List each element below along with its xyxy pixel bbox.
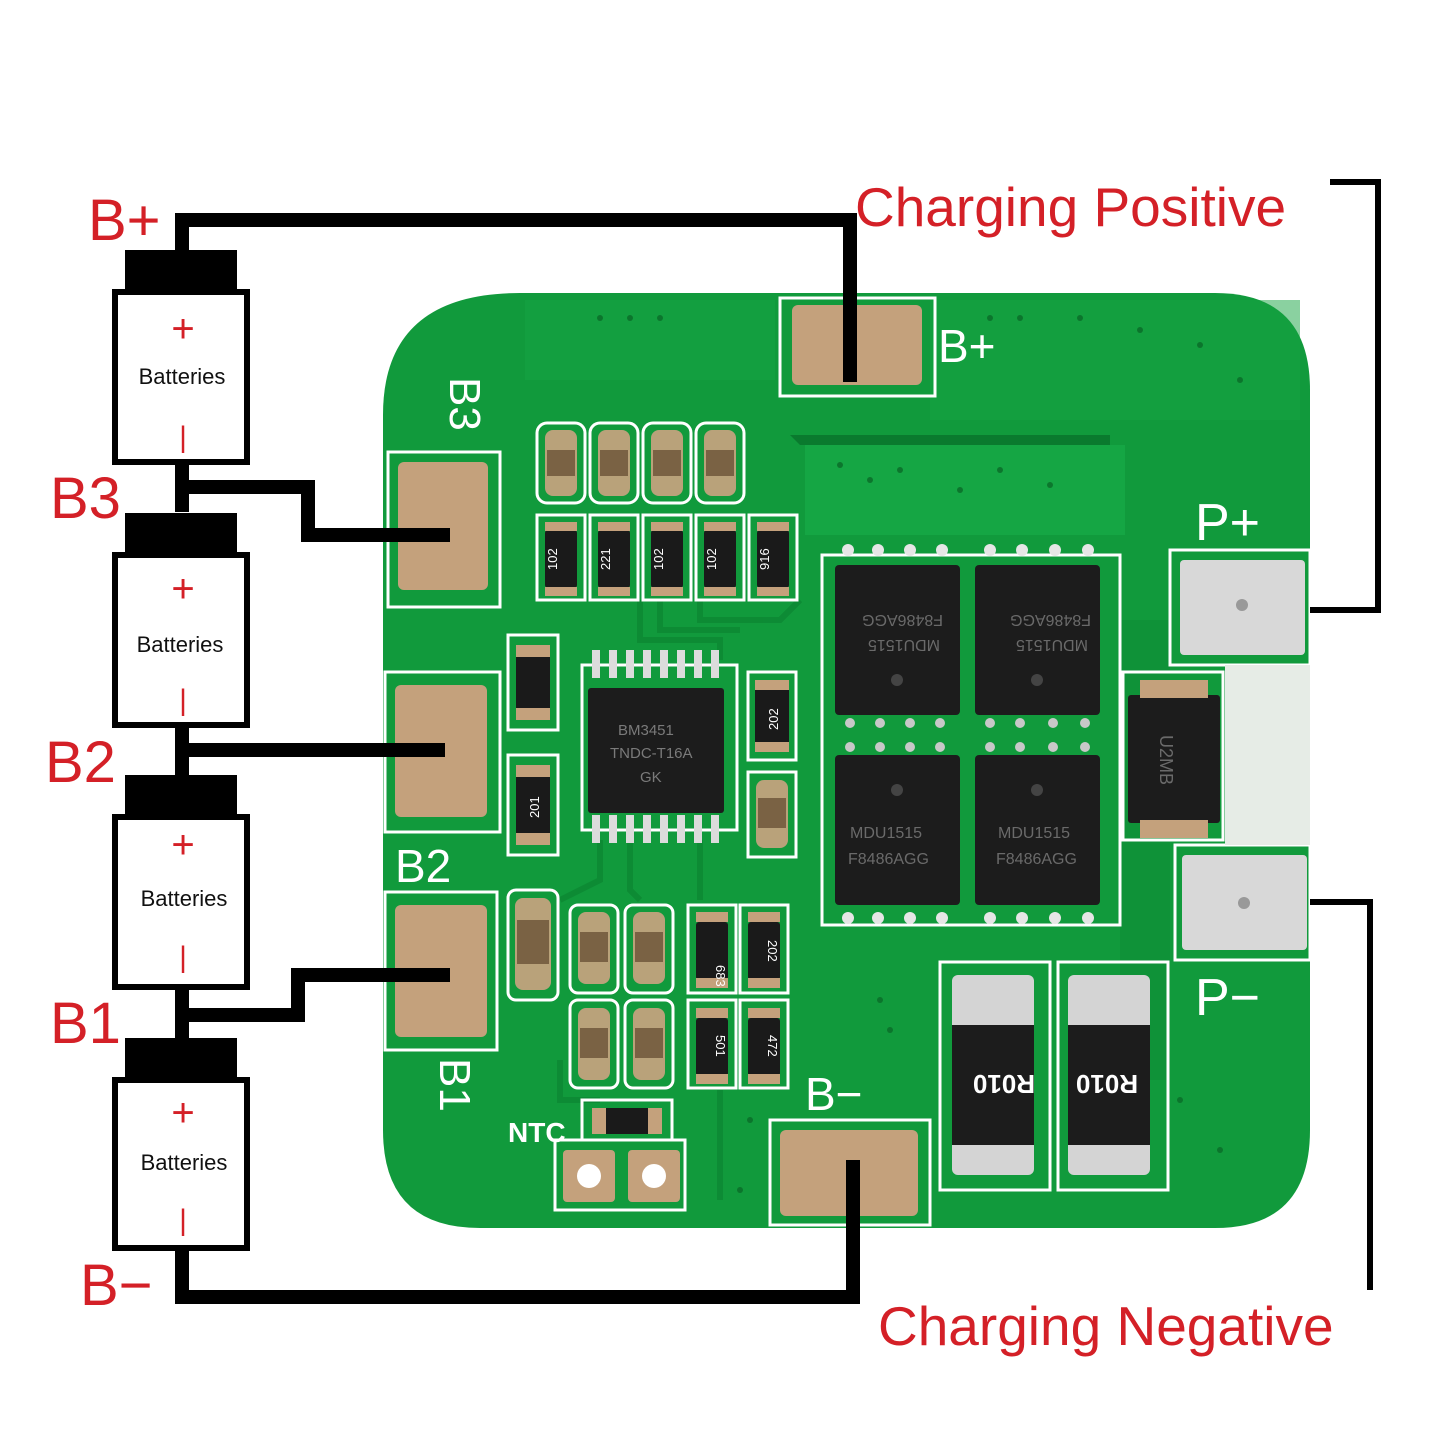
mosfet-4-marking-1: MDU1515 — [998, 825, 1070, 842]
wire-b1 — [182, 968, 450, 1022]
label-b1: B1 — [50, 991, 121, 1056]
battery-minus-sign: | — [179, 1204, 187, 1237]
mosfet-4 — [975, 755, 1100, 905]
battery-plus-sign: + — [171, 823, 194, 867]
charging-wires — [1310, 179, 1381, 1290]
protection-ic: BM3451 TNDC-T16A GK — [580, 650, 739, 843]
battery-label: Batteries — [137, 632, 224, 657]
silk-label-b-plus: B+ — [938, 320, 996, 372]
silk-label-b-minus: B− — [805, 1068, 863, 1120]
battery-minus-sign: | — [179, 941, 187, 974]
label-b2: B2 — [45, 730, 116, 795]
battery-label: Batteries — [141, 886, 228, 911]
resistor-code: 102 — [704, 548, 719, 570]
silk-label-b3: B3 — [440, 377, 489, 431]
wire-b3 — [182, 480, 450, 542]
mosfet-1 — [835, 565, 960, 715]
label-charging-positive: Charging Positive — [855, 176, 1286, 238]
resistor-code: 202 — [765, 940, 780, 962]
resistor-code: 102 — [651, 548, 666, 570]
shunt-1-marking: R010 — [973, 1069, 1035, 1099]
shunt-resistors: R010 R010 — [952, 975, 1150, 1175]
battery-stack: + Batteries | + Batteries | + Batteries … — [112, 250, 250, 1251]
resistor-code: 202 — [766, 708, 781, 730]
battery-cell-2: + Batteries | — [112, 775, 250, 990]
wire-charging-positive — [1310, 179, 1381, 613]
battery-plus-sign: + — [171, 1091, 194, 1135]
resistors-row-top: 102 221 102 102 916 — [535, 513, 799, 602]
battery-cell-4: + Batteries | — [112, 250, 250, 465]
battery-label: Batteries — [139, 364, 226, 389]
wires — [175, 213, 860, 1304]
label-b3: B3 — [50, 466, 121, 531]
resistor-code: 102 — [545, 548, 560, 570]
battery-minus-sign: | — [179, 684, 187, 717]
ic-marking-line3: GK — [640, 769, 662, 786]
mosfet-3-marking-1: MDU1515 — [850, 825, 922, 842]
resistor-code: 916 — [757, 548, 772, 570]
label-b-minus: B− — [80, 1253, 153, 1318]
pad-b3 — [398, 462, 488, 590]
ic-marking-line2: TNDC-T16A — [610, 745, 693, 762]
silk-label-b1: B1 — [430, 1058, 479, 1112]
mosfet-3 — [835, 755, 960, 905]
mosfet-2 — [975, 565, 1100, 715]
bottom-components: 683 202 501 472 — [506, 888, 790, 1134]
label-charging-negative: Charging Negative — [878, 1295, 1334, 1357]
battery-cell-1: + Batteries | — [112, 1038, 250, 1251]
wire-charging-negative — [1310, 899, 1373, 1290]
wire-b-minus — [175, 1160, 860, 1304]
diode-marking: U2MB — [1156, 735, 1176, 785]
charging-labels: Charging Positive Charging Negative — [855, 176, 1334, 1357]
ic-marking-line1: BM3451 — [618, 722, 674, 739]
mosfets: MDU1515 F8486AGG MDU1515 F8486AGG MDU151… — [835, 544, 1100, 924]
battery-minus-sign: | — [179, 421, 187, 454]
silkscreen-labels: B+ B3 B2 B1 B− P+ P− NTC — [395, 320, 1260, 1148]
resistor-code: 501 — [713, 1035, 728, 1057]
resistor-code: 472 — [765, 1035, 780, 1057]
mosfet-1-marking-1: MDU1515 — [868, 636, 940, 653]
silk-label-p-minus: P− — [1195, 969, 1260, 1027]
mosfet-3-marking-2: F8486AGG — [848, 851, 929, 868]
capacitors-top — [535, 421, 746, 505]
battery-plus-sign: + — [171, 567, 194, 611]
diode: U2MB — [1128, 680, 1220, 838]
shunt-2-marking: R010 — [1076, 1069, 1138, 1099]
battery-cell-3: + Batteries | — [112, 513, 250, 728]
mosfet-4-marking-2: F8486AGG — [996, 851, 1077, 868]
resistor-code: 683 — [713, 965, 728, 987]
terminal-labels: B+ B3 B2 B1 B− — [45, 188, 161, 1318]
silk-label-p-plus: P+ — [1195, 494, 1260, 552]
resistor-code: 201 — [527, 796, 542, 818]
label-b-plus: B+ — [88, 188, 161, 253]
silk-label-b2: B2 — [395, 840, 451, 892]
mosfet-2-marking-2: F8486AGG — [1010, 611, 1091, 628]
resistor-code: 221 — [598, 548, 613, 570]
battery-label: Batteries — [141, 1150, 228, 1175]
battery-plus-sign: + — [171, 307, 194, 351]
mosfet-2-marking-1: MDU1515 — [1016, 636, 1088, 653]
mosfet-1-marking-2: F8486AGG — [862, 611, 943, 628]
wire-b-plus — [175, 213, 857, 382]
silk-label-ntc: NTC — [508, 1117, 566, 1148]
left-components: 201 202 — [506, 633, 798, 859]
